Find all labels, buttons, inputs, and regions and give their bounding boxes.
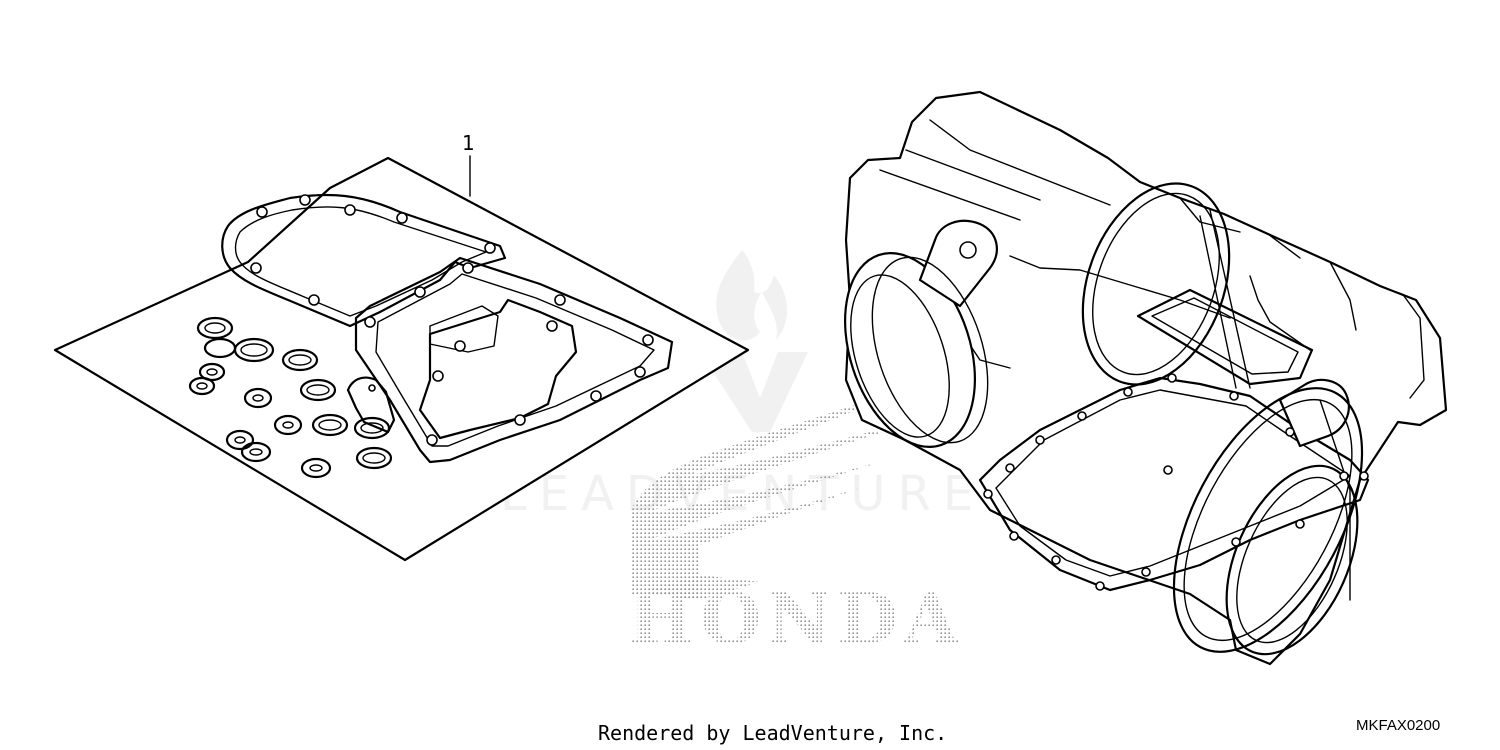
center-rect-gasket	[1136, 288, 1314, 386]
bracket-gasket	[346, 376, 396, 434]
right-cover-gasket	[1225, 464, 1359, 656]
brand-logo-text: HONDA	[628, 577, 964, 660]
callout-1-label: 1	[462, 131, 475, 155]
o-ring-set	[188, 316, 393, 479]
center-cover-gasket	[1081, 182, 1231, 386]
wing-icon	[630, 360, 972, 600]
honda-wing-logo: HONDA	[628, 360, 972, 660]
left-cover-gasket-tab	[918, 219, 998, 308]
watermark-v-icon	[700, 352, 808, 432]
engine-oil-pan-gasket	[978, 376, 1370, 592]
gasket-kit-illustration	[53, 156, 750, 562]
engine-assembly-illustration	[844, 90, 1448, 666]
left-case-cover	[844, 252, 976, 448]
wing-feather-icon	[640, 575, 760, 600]
callout-1: 1	[462, 131, 475, 197]
credit-text: Rendered by LeadVenture, Inc.	[598, 721, 947, 745]
right-cover-gasket-tab	[1278, 378, 1350, 448]
diagram-code: MKFAX0200	[1356, 717, 1440, 734]
gasket-kit-sheet	[53, 156, 750, 562]
inner-gasket	[418, 298, 578, 440]
watermark-flame-icon	[716, 250, 788, 341]
right-case-cover	[1172, 387, 1364, 653]
oil-pan-gasket	[354, 256, 674, 464]
